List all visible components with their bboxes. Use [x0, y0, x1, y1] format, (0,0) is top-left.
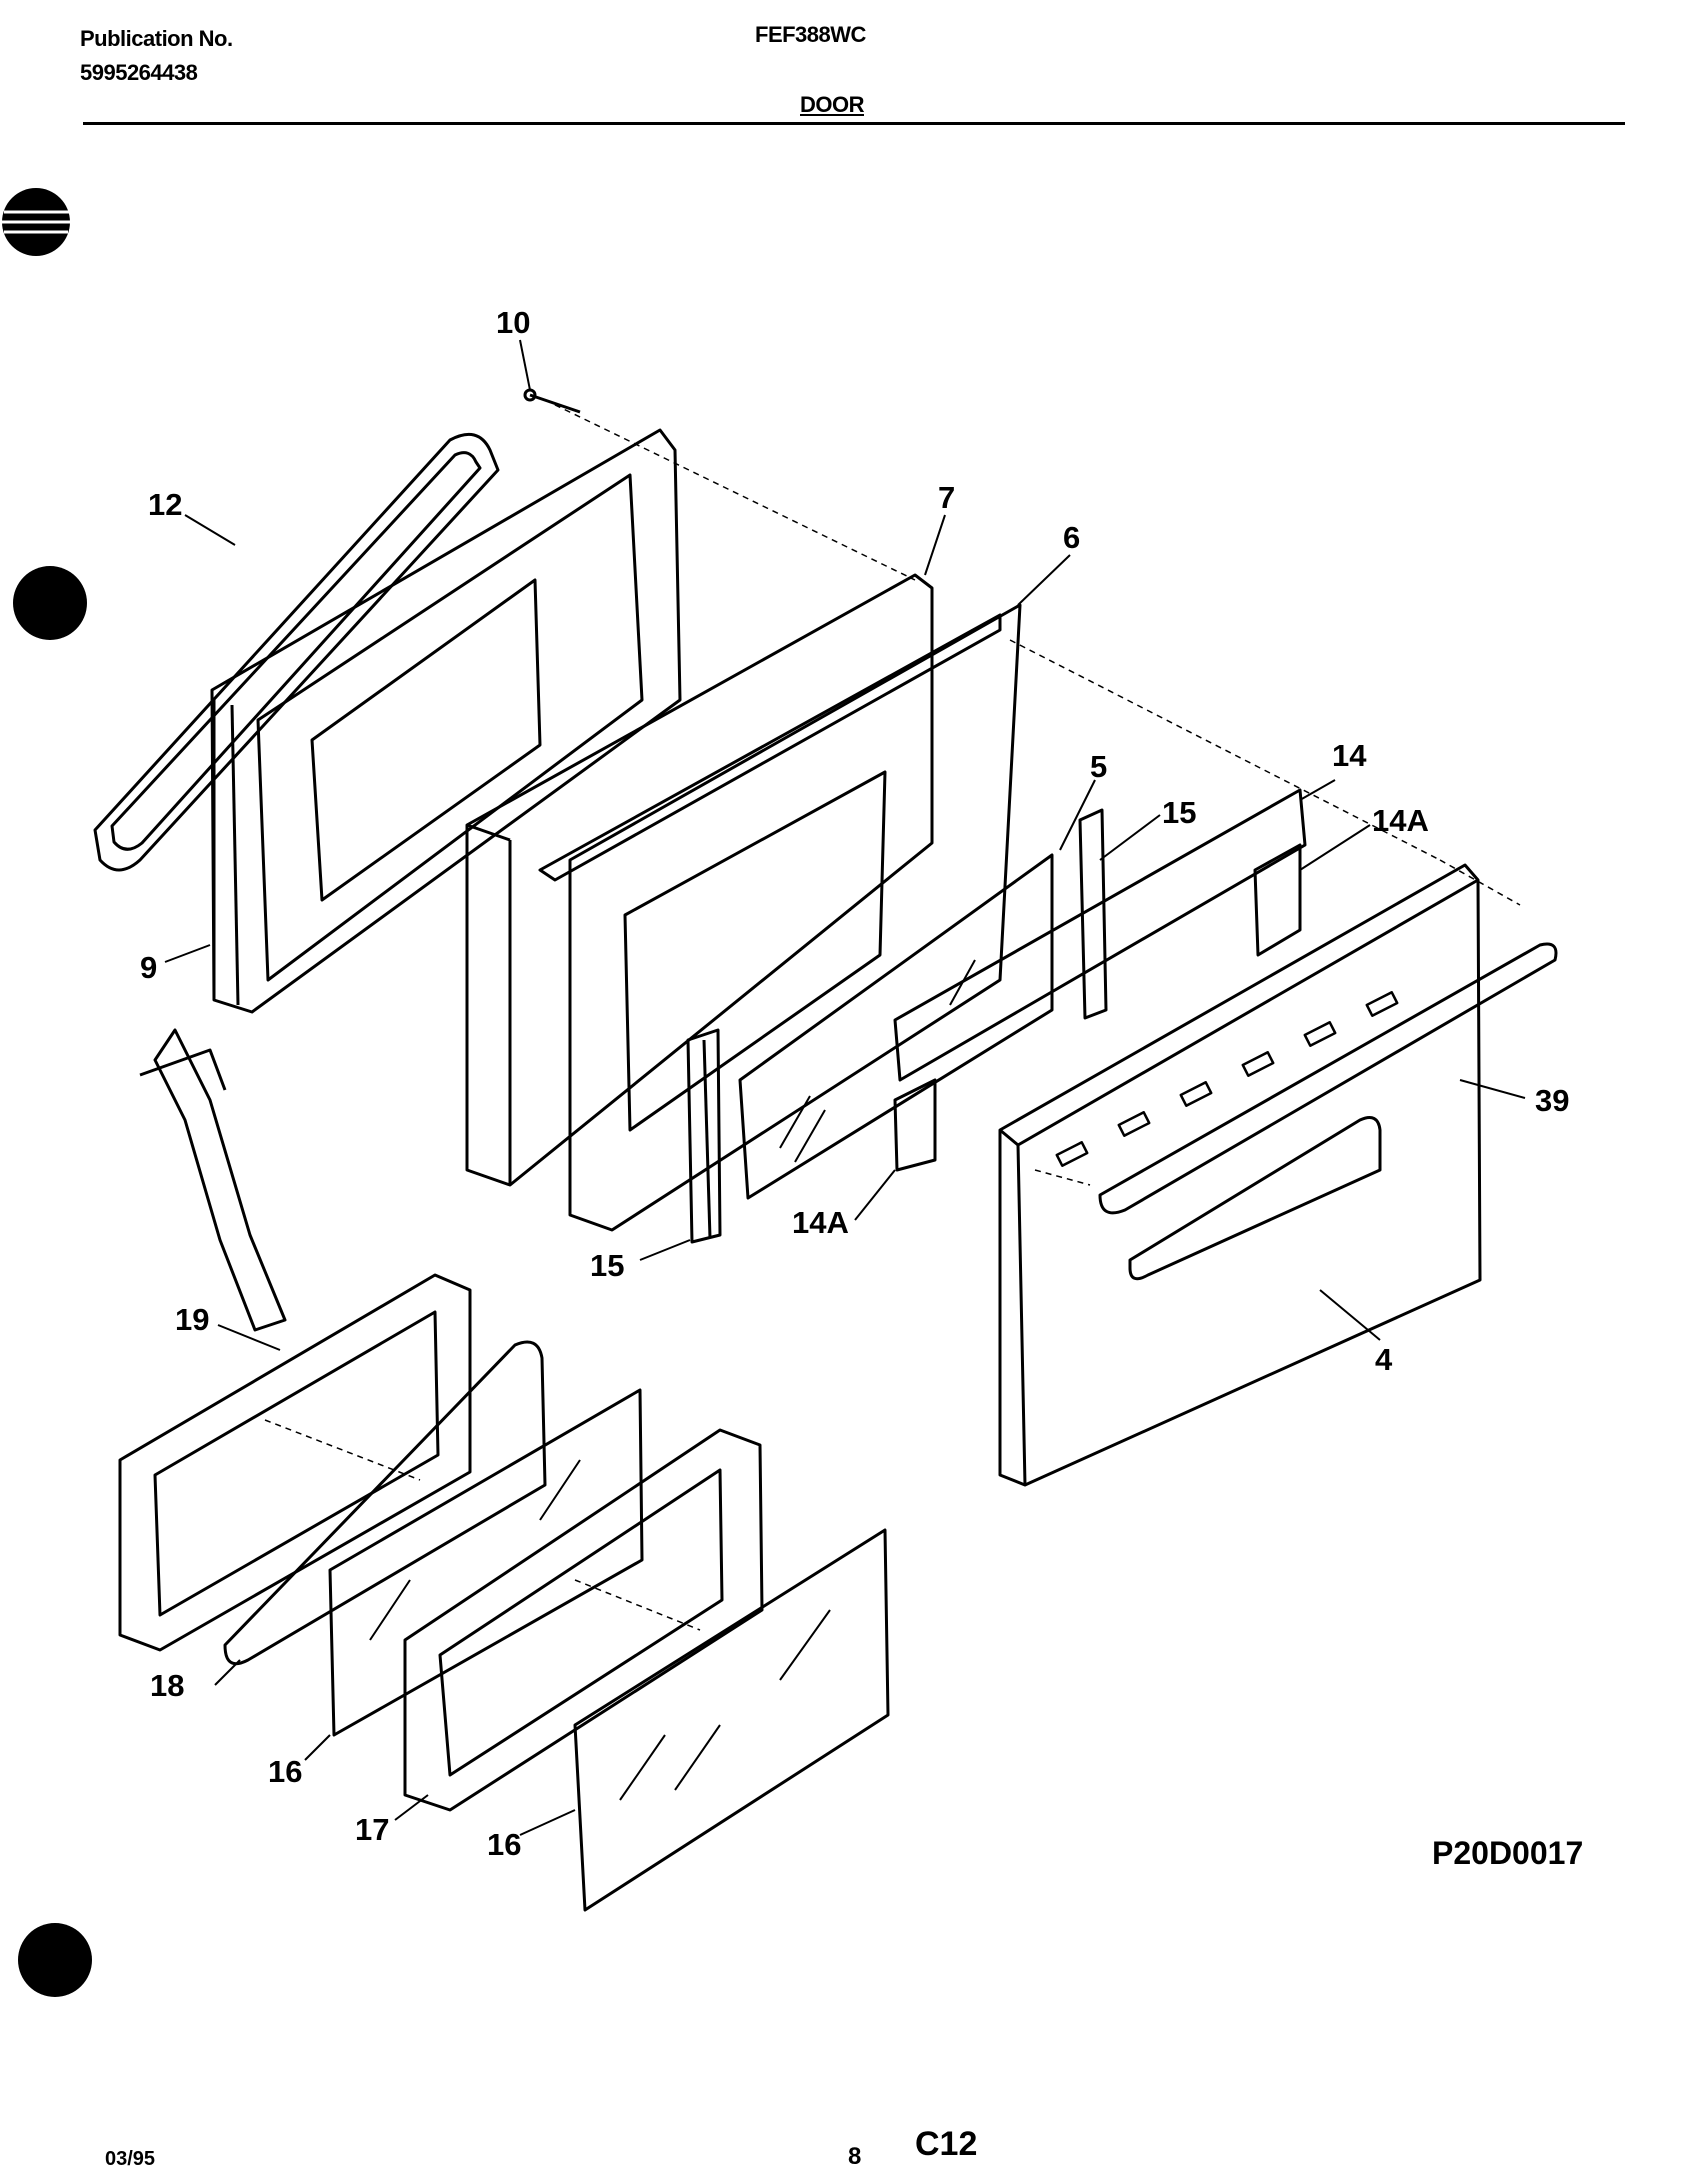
- model-number: FEF388WC: [755, 22, 866, 47]
- callout-15-upper: 15: [1162, 795, 1196, 830]
- leader-lines: [164, 339, 1526, 1836]
- alignment-lines: [264, 399, 1521, 1631]
- callout-14a-upper: 14A: [1372, 803, 1429, 838]
- callout-15-lower: 15: [590, 1248, 624, 1283]
- callout-9: 9: [140, 950, 157, 985]
- callout-16-lower: 16: [487, 1827, 521, 1862]
- part-15-hinges: [686, 808, 1108, 1244]
- part-7-insulation: [465, 573, 934, 1187]
- part-16-glass-lower: [573, 1528, 890, 1912]
- callout-19: 19: [175, 1302, 209, 1337]
- callout-6: 6: [1063, 520, 1080, 555]
- callout-18: 18: [150, 1668, 184, 1703]
- binder-hole-marks: [2, 188, 92, 1997]
- part-18-gasket: [223, 1340, 547, 1666]
- diagram-code: P20D0017: [1432, 1835, 1584, 1871]
- part-9-inner-door: [210, 428, 682, 1014]
- callout-10: 10: [496, 305, 530, 340]
- publication-number: 5995264438: [80, 60, 198, 85]
- publication-label: Publication No.: [80, 26, 233, 51]
- callout-5: 5: [1090, 749, 1107, 784]
- footer-section-code: C12: [915, 2125, 978, 2163]
- header-rule: [83, 122, 1625, 125]
- part-12-gasket: [93, 432, 500, 872]
- footer-page-number: 8: [848, 2143, 862, 2170]
- part-6-inner-panel: [538, 603, 1022, 1232]
- callout-17: 17: [355, 1812, 389, 1847]
- part-17-frame: [403, 1428, 764, 1812]
- part-16-glass-upper: [328, 1388, 644, 1737]
- part-19-frame: [118, 1273, 472, 1652]
- part-4-outer-door: [998, 863, 1558, 1487]
- callout-16-upper: 16: [268, 1754, 302, 1789]
- footer-date: 03/95: [105, 2148, 156, 2170]
- callout-14a-lower: 14A: [792, 1205, 849, 1240]
- callout-4: 4: [1375, 1342, 1393, 1377]
- callout-7: 7: [938, 480, 955, 515]
- part-14-strip: [893, 788, 1307, 1172]
- assembly-arrow: [139, 1028, 287, 1332]
- callout-14: 14: [1332, 738, 1367, 773]
- callout-12: 12: [148, 487, 182, 522]
- callout-39: 39: [1535, 1083, 1569, 1118]
- section-title: DOOR: [800, 92, 865, 117]
- part-10-screw: [523, 388, 581, 414]
